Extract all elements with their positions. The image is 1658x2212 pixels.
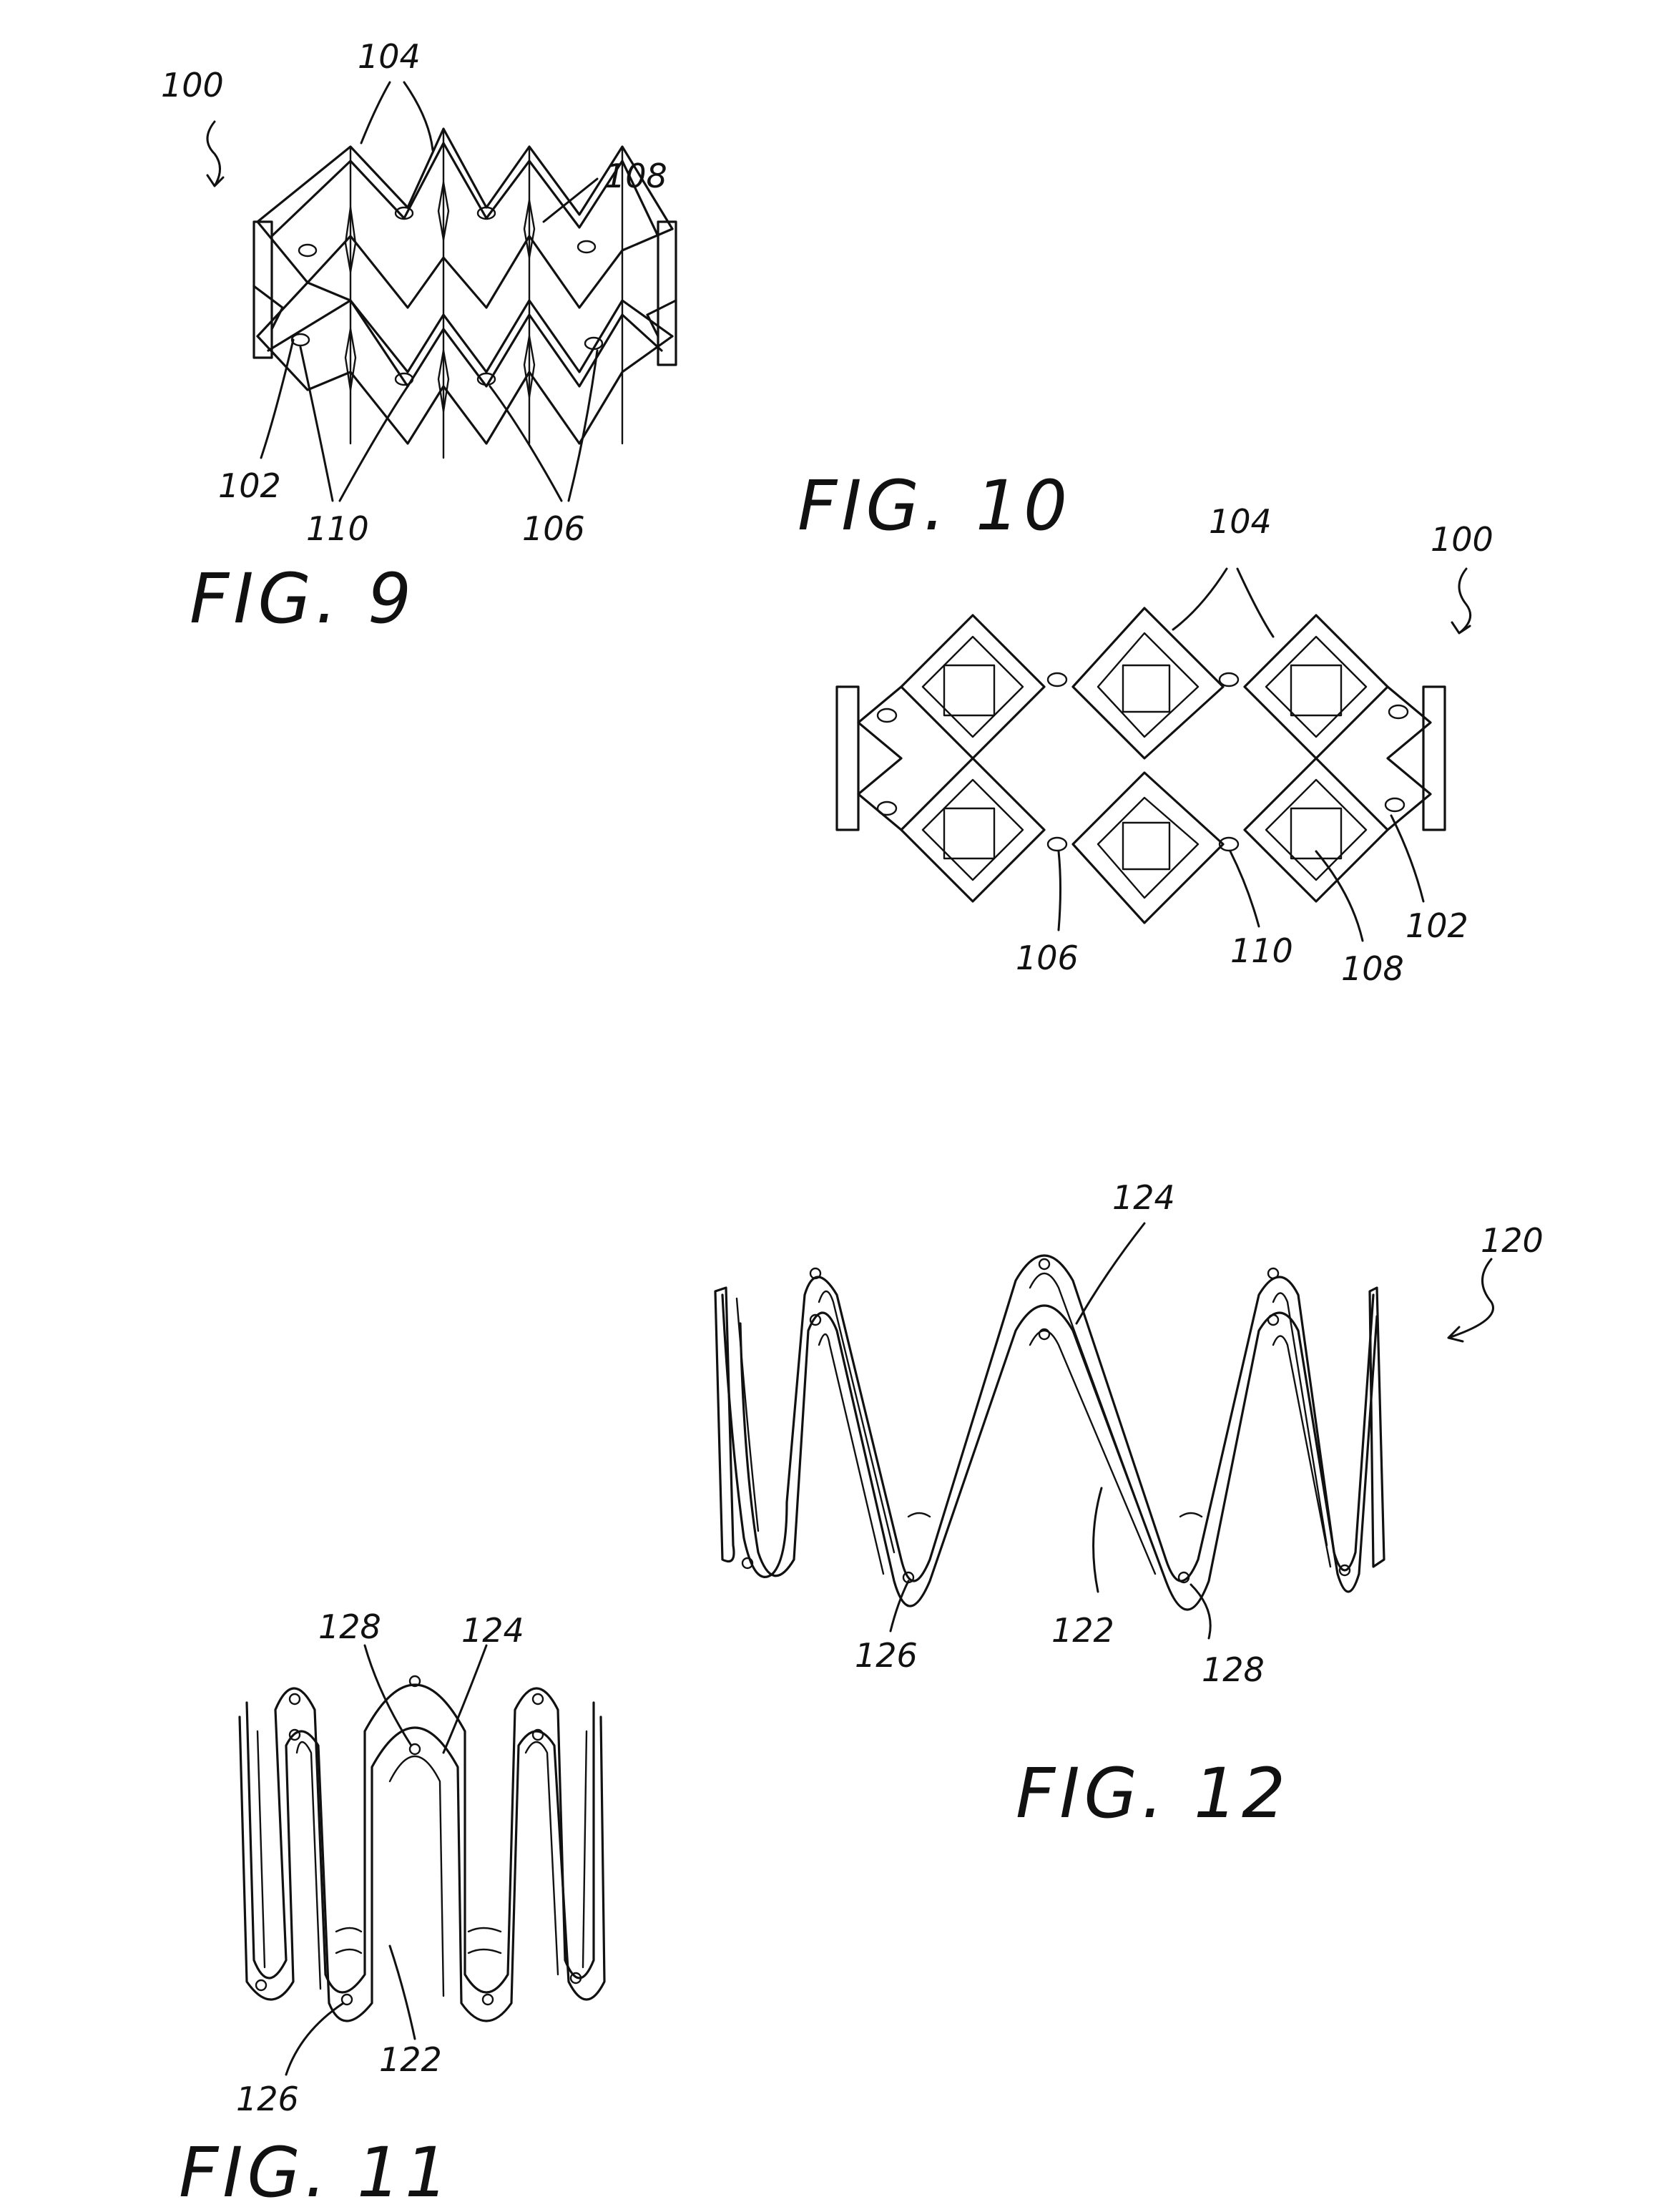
fig9-caption: FIG. 9 xyxy=(190,559,416,639)
fig10-leader-104 xyxy=(1173,569,1273,637)
fig10-drawing: 104 100 106 110 108 102 xyxy=(837,502,1493,988)
fig9-ref-102: 102 xyxy=(218,466,281,505)
fig11-leader-122 xyxy=(390,1946,415,2039)
fig11-drawing: 128 124 126 122 xyxy=(236,1607,604,2118)
fig10-ref-104: 104 xyxy=(1209,502,1272,541)
fig12-leader-124 xyxy=(1076,1223,1144,1323)
fig12-leader-128 xyxy=(1191,1585,1210,1638)
fig9-drawing: 100 104 108 102 110 106 xyxy=(161,37,676,548)
fig12-ref-120: 120 xyxy=(1481,1221,1544,1260)
fig9-ref-106: 106 xyxy=(522,509,585,548)
fig10-leader-106 xyxy=(1059,851,1061,930)
fig12-leader-126 xyxy=(891,1581,908,1631)
fig9-ref-108: 108 xyxy=(604,157,667,195)
fig10-ref-102: 102 xyxy=(1406,906,1468,945)
fig12-ref-128: 128 xyxy=(1202,1650,1265,1689)
fig10-leader-102 xyxy=(1391,816,1423,901)
fig9-leader-104 xyxy=(361,82,433,150)
fig12-drawing: 124 120 126 122 128 xyxy=(715,1178,1544,1689)
fig11-serpentine-ring xyxy=(240,1676,604,2021)
fig11-ref-126: 126 xyxy=(236,2080,299,2118)
fig11-ref-128: 128 xyxy=(318,1607,381,1646)
fig12-ref-122: 122 xyxy=(1051,1611,1114,1650)
fig12-ref-124: 124 xyxy=(1112,1178,1175,1217)
fig10-leader-110 xyxy=(1230,851,1259,926)
fig9-ref-104: 104 xyxy=(358,37,421,76)
fig10-caption: FIG. 10 xyxy=(798,466,1071,546)
fig9-ref-110: 110 xyxy=(306,509,369,548)
fig11-ref-124: 124 xyxy=(461,1611,524,1650)
fig10-lattice xyxy=(837,608,1445,923)
fig10-leader-100 xyxy=(1452,569,1471,633)
fig12-leader-120 xyxy=(1448,1259,1493,1341)
fig9-ref-100: 100 xyxy=(161,66,224,104)
fig12-serpentine-ring xyxy=(715,1256,1384,1610)
fig9-leader-106 xyxy=(490,351,597,501)
fig10-ref-100: 100 xyxy=(1431,520,1493,559)
fig10-ref-108: 108 xyxy=(1341,949,1404,988)
fig12-leader-122 xyxy=(1094,1488,1102,1592)
fig9-leader-100 xyxy=(207,122,223,186)
fig10-ref-110: 110 xyxy=(1230,931,1293,970)
fig12-ref-126: 126 xyxy=(855,1636,918,1675)
fig10-ref-106: 106 xyxy=(1016,939,1079,977)
fig11-ref-122: 122 xyxy=(379,2040,442,2079)
fig11-caption: FIG. 11 xyxy=(179,2133,453,2212)
fig12-caption: FIG. 12 xyxy=(1016,1753,1290,1834)
